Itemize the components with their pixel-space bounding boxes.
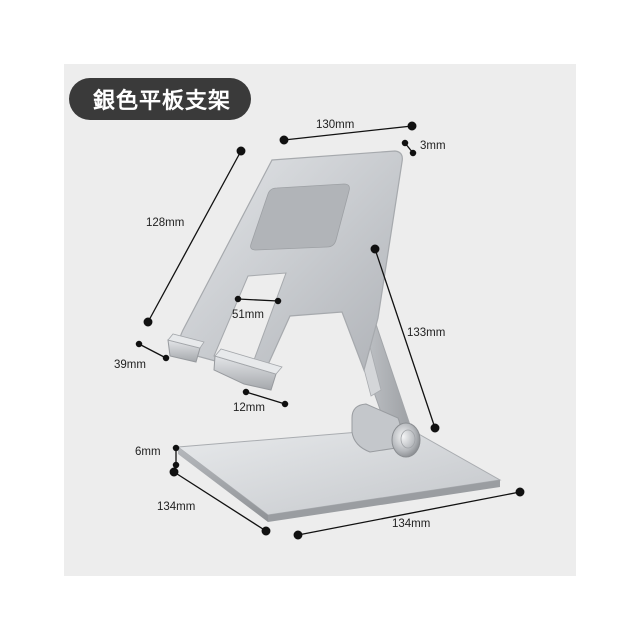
dim-top-width: 130mm: [316, 119, 354, 131]
tablet-holder-left: [167, 333, 205, 363]
dim-holder-lip: 12mm: [233, 402, 265, 414]
dim-base-depth: 134mm: [157, 501, 195, 513]
dimension-markers: [135, 121, 525, 540]
tablet-panel: [178, 150, 403, 379]
tablet-holder-right: [213, 348, 283, 391]
stand-base: [176, 427, 502, 522]
dim-base-thickness: 6mm: [135, 446, 161, 458]
dim-holder-depth: 39mm: [114, 359, 146, 371]
product-title: 銀色平板支架: [93, 89, 232, 114]
dim-base-width: 134mm: [392, 518, 430, 530]
dim-arm-length: 133mm: [407, 327, 445, 339]
dim-panel-height: 128mm: [146, 217, 184, 229]
dim-thickness: 3mm: [420, 140, 446, 152]
hinge-joint: [351, 403, 421, 458]
dim-cutout-width: 51mm: [232, 309, 264, 321]
product-title-badge: 銀色平板支架: [69, 78, 252, 120]
